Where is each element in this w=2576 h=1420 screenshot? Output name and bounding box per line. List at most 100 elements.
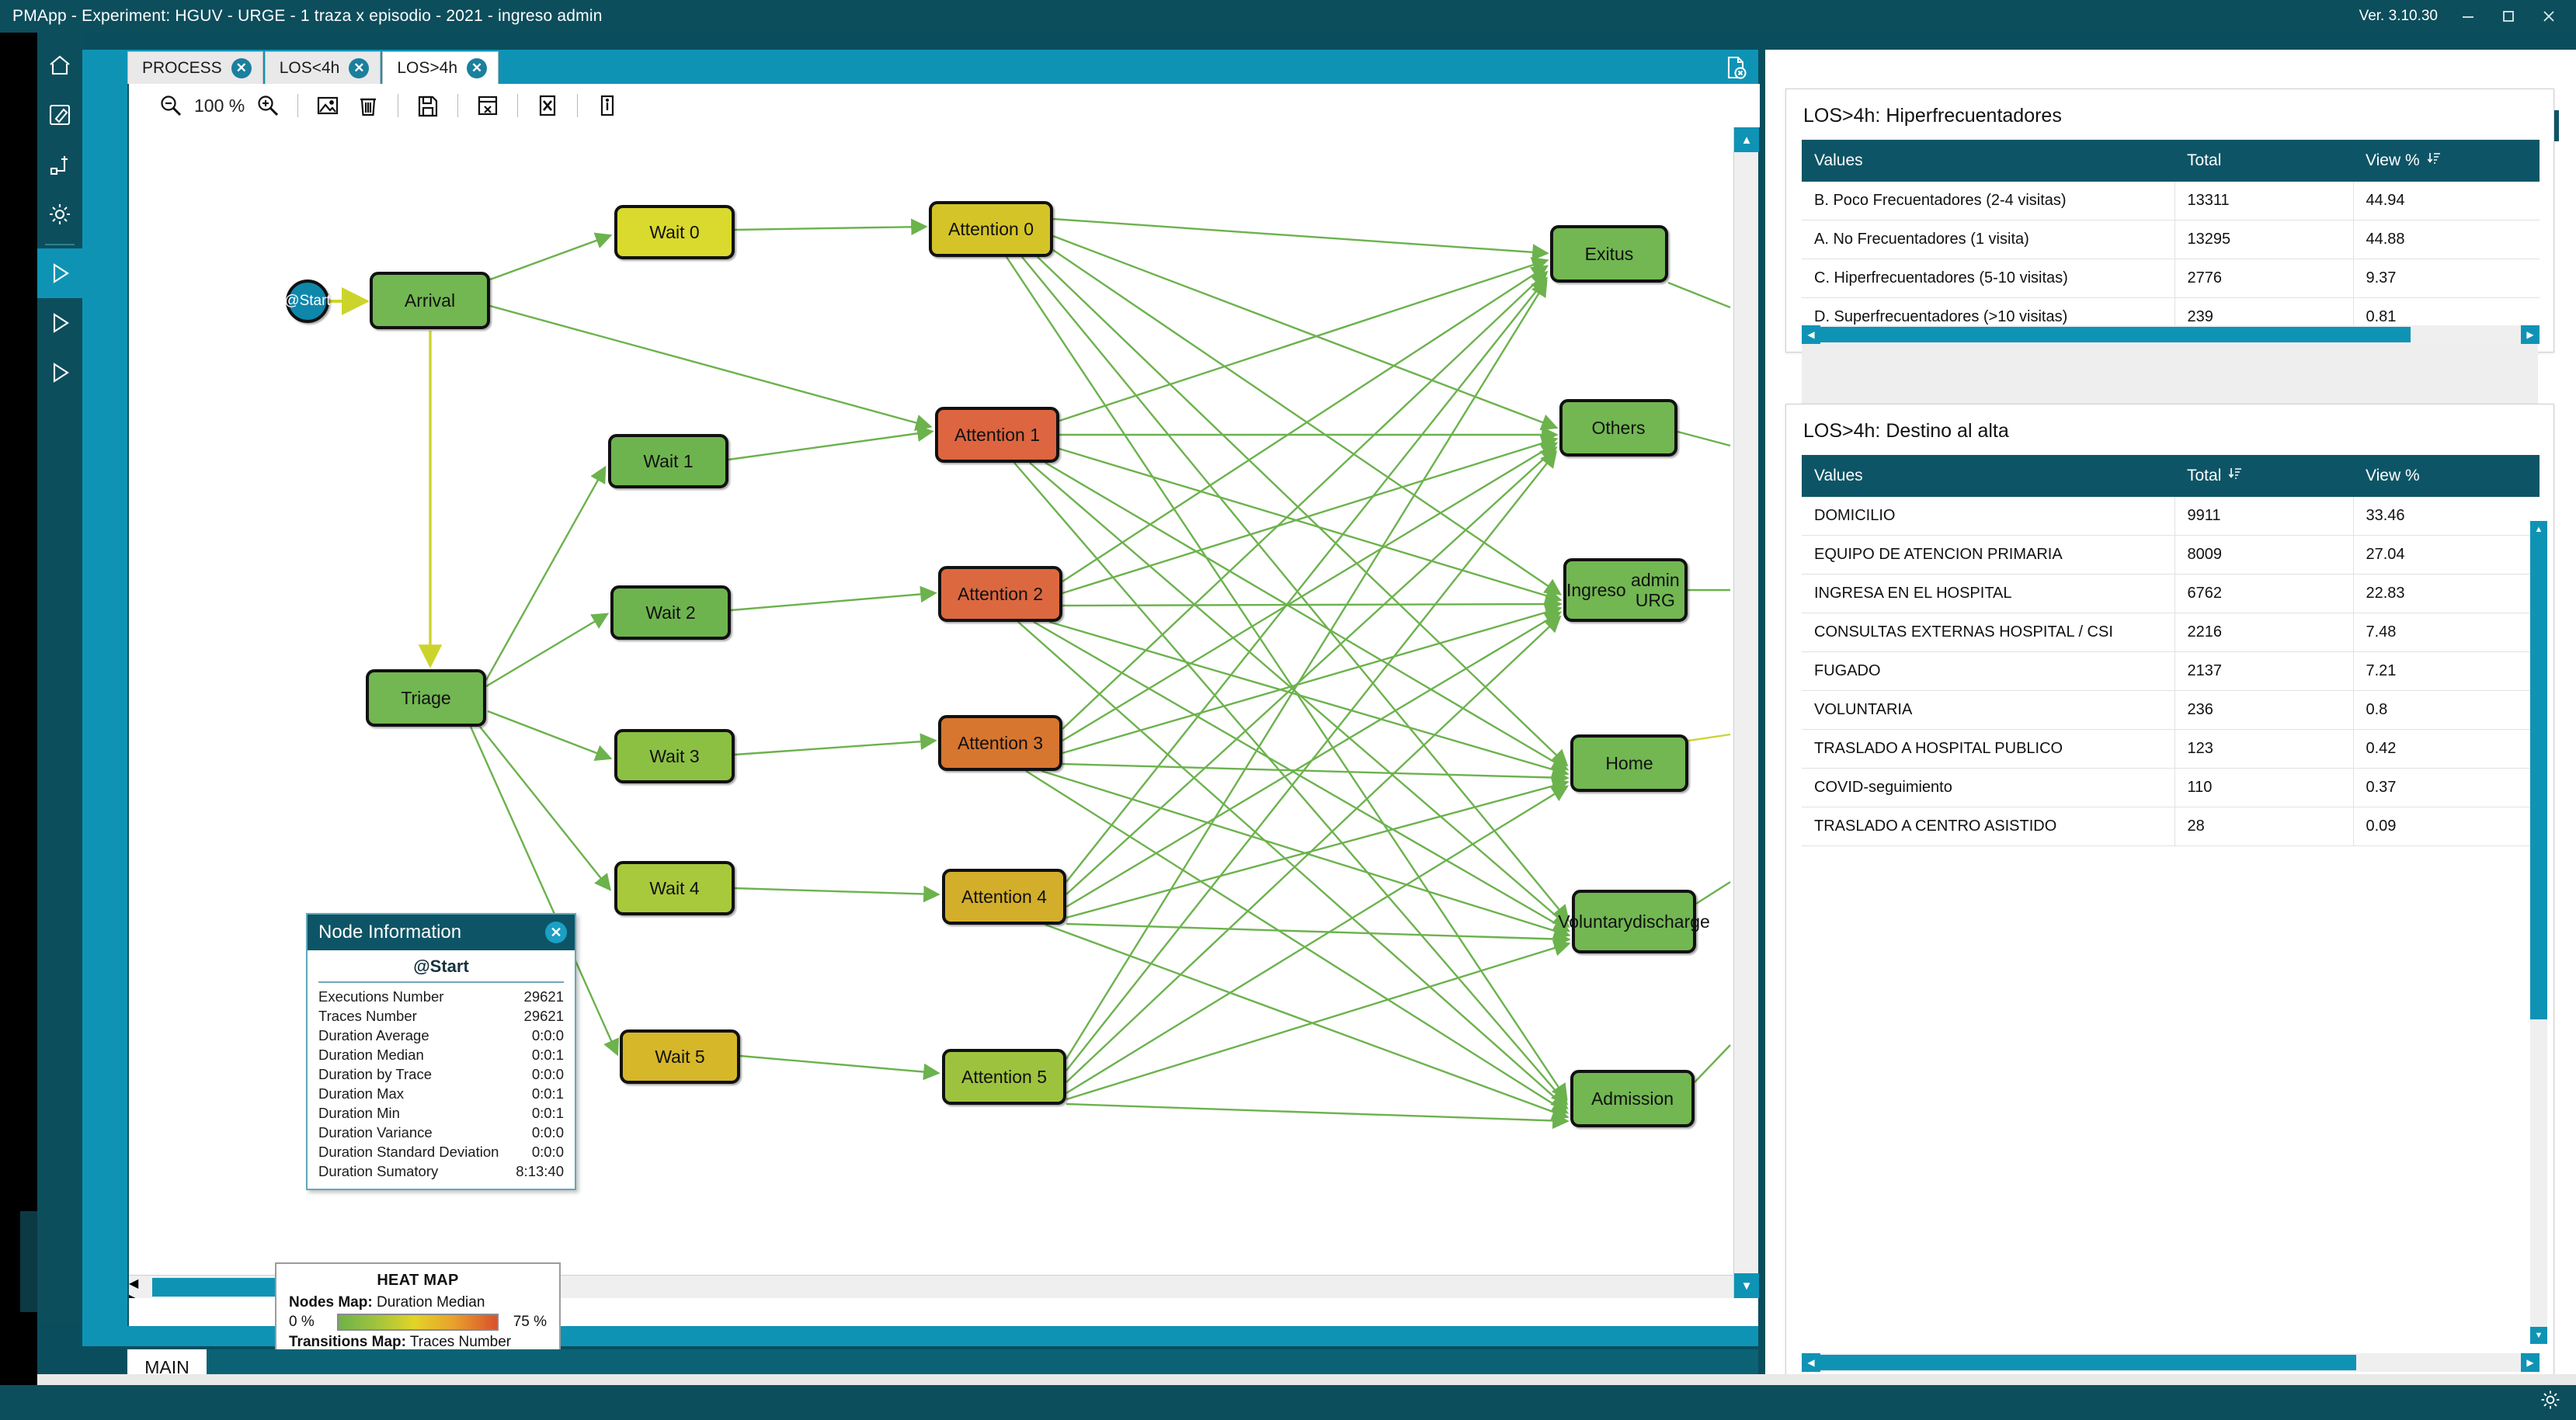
node-info-row-label: Traces Number	[318, 1007, 417, 1024]
tab-close-icon[interactable]: ✕	[349, 57, 370, 78]
scroll-left-icon[interactable]: ◀	[1802, 325, 1820, 344]
close-icon[interactable]: ✕	[545, 922, 567, 943]
sidebar-item-run-3[interactable]	[37, 348, 82, 398]
graph-node-triage[interactable]: Triage	[366, 669, 486, 727]
sidebar-item-edit[interactable]	[37, 90, 82, 140]
graph-node-home[interactable]: Home	[1570, 734, 1688, 792]
table-vertical-scrollbar[interactable]: ▲ ▼	[2530, 521, 2547, 1344]
node-info-row-value: 0:0:0	[531, 1065, 564, 1082]
node-info-row-value: 29621	[523, 1007, 564, 1024]
column-header-values[interactable]: Values	[1802, 140, 2174, 182]
table-row[interactable]: C. Hiperfrecuentadores (5-10 visitas)277…	[1802, 259, 2539, 298]
cell-view-pct: 7.48	[2353, 613, 2539, 652]
image-export-icon[interactable]	[308, 89, 348, 123]
sidebar-item-run-1[interactable]	[37, 248, 82, 298]
zoom-in-icon[interactable]	[248, 89, 288, 123]
graph-node-att3[interactable]: Attention 3	[938, 715, 1062, 771]
close-icon[interactable]	[2539, 6, 2559, 26]
tab-close-icon[interactable]: ✕	[467, 57, 488, 78]
column-header-values[interactable]: Values	[1802, 455, 2174, 497]
cell-value: INGRESA EN EL HOSPITAL	[1802, 574, 2175, 613]
column-header-total[interactable]: Total	[2174, 455, 2353, 497]
minimize-icon[interactable]	[2458, 6, 2478, 26]
maximize-icon[interactable]	[2498, 6, 2519, 26]
sidebar-item-run-2[interactable]	[37, 298, 82, 348]
cell-total: 8009	[2174, 535, 2354, 575]
tab-los-gt-4h[interactable]: LOS>4h ✕	[382, 51, 499, 84]
scroll-up-icon[interactable]: ▲	[2530, 521, 2547, 538]
cell-view-pct: 22.83	[2353, 574, 2539, 613]
graph-node-start[interactable]: @Start	[284, 279, 331, 323]
excel-export-icon[interactable]	[527, 89, 568, 123]
scroll-left-icon[interactable]: ◀	[129, 1277, 139, 1290]
graph-node-att2[interactable]: Attention 2	[938, 566, 1062, 622]
graph-node-wait0[interactable]: Wait 0	[614, 205, 735, 259]
scroll-right-icon[interactable]: ▶	[2521, 325, 2539, 344]
window-close-icon[interactable]	[468, 89, 508, 123]
graph-node-wait2[interactable]: Wait 2	[610, 585, 731, 640]
graph-node-label: Ingreso	[1566, 579, 1626, 600]
scrollbar-thumb[interactable]	[1820, 1355, 2356, 1370]
zoom-out-icon[interactable]	[151, 89, 191, 123]
table-horizontal-scrollbar[interactable]: ◀ ▶	[1802, 325, 2539, 344]
info-icon[interactable]	[587, 89, 627, 123]
graph-node-others[interactable]: Others	[1559, 399, 1677, 457]
scroll-right-icon[interactable]: ▶	[2521, 1353, 2539, 1372]
tab-process[interactable]: PROCESS ✕	[127, 51, 263, 84]
table-horizontal-scrollbar[interactable]: ◀ ▶	[1802, 1353, 2539, 1372]
scrollbar-thumb[interactable]	[1820, 327, 2411, 342]
graph-node-label: Home	[1605, 752, 1653, 773]
graph-node-att0[interactable]: Attention 0	[929, 201, 1053, 257]
scroll-right-icon[interactable]: ▶	[129, 1291, 1735, 1298]
node-info-row-value: 29621	[523, 988, 564, 1005]
graph-node-label: Wait 2	[645, 602, 696, 623]
canvas-vertical-scrollbar[interactable]: ▲ ▼	[1733, 127, 1759, 1298]
scrollbar-thumb[interactable]	[2530, 538, 2547, 1019]
graph-node-att4[interactable]: Attention 4	[942, 869, 1066, 925]
table-row[interactable]: B. Poco Frecuentadores (2-4 visitas)1331…	[1802, 182, 2539, 220]
sidebar-item-settings[interactable]	[37, 189, 82, 239]
scroll-left-icon[interactable]: ◀	[1802, 1353, 1820, 1372]
graph-node-arrival[interactable]: Arrival	[370, 272, 490, 329]
trash-icon[interactable]	[348, 89, 388, 123]
graph-node-wait3[interactable]: Wait 3	[614, 729, 735, 783]
scroll-down-icon[interactable]: ▼	[1734, 1273, 1759, 1298]
scroll-up-icon[interactable]: ▲	[1734, 127, 1759, 152]
tab-los-lt-4h[interactable]: LOS<4h ✕	[264, 51, 381, 84]
cell-value: TRASLADO A HOSPITAL PUBLICO	[1802, 729, 2175, 769]
graph-node-admission[interactable]: Admission	[1570, 1070, 1695, 1127]
sidebar-item-home[interactable]	[37, 40, 82, 90]
sidebar-item-new-flow[interactable]	[37, 140, 82, 189]
gear-icon[interactable]	[2539, 1388, 2562, 1417]
column-header-viewpct[interactable]: View %	[2353, 455, 2539, 497]
graph-node-wait1[interactable]: Wait 1	[608, 434, 728, 488]
graph-node-exitus[interactable]: Exitus	[1550, 225, 1668, 283]
node-info-header: Node Information ✕	[308, 915, 575, 950]
column-header-total[interactable]: Total	[2174, 140, 2353, 182]
save-icon[interactable]	[408, 89, 448, 123]
graph-node-wait5[interactable]: Wait 5	[620, 1029, 740, 1084]
heatmap-nodes-label: Nodes Map: Duration Median	[289, 1294, 547, 1311]
divider	[318, 981, 564, 983]
close-document-icon[interactable]	[1713, 50, 1758, 85]
graph-node-att1[interactable]: Attention 1	[935, 407, 1059, 463]
column-header-viewpct[interactable]: View %	[2353, 140, 2539, 182]
cell-view-pct: 9.37	[2353, 259, 2539, 298]
tab-close-icon[interactable]: ✕	[231, 57, 252, 78]
graph-node-label: Wait 5	[655, 1046, 705, 1067]
graph-node-att5[interactable]: Attention 5	[942, 1049, 1066, 1105]
graph-node-wait4[interactable]: Wait 4	[614, 861, 735, 915]
scroll-down-icon[interactable]: ▼	[2530, 1327, 2547, 1344]
